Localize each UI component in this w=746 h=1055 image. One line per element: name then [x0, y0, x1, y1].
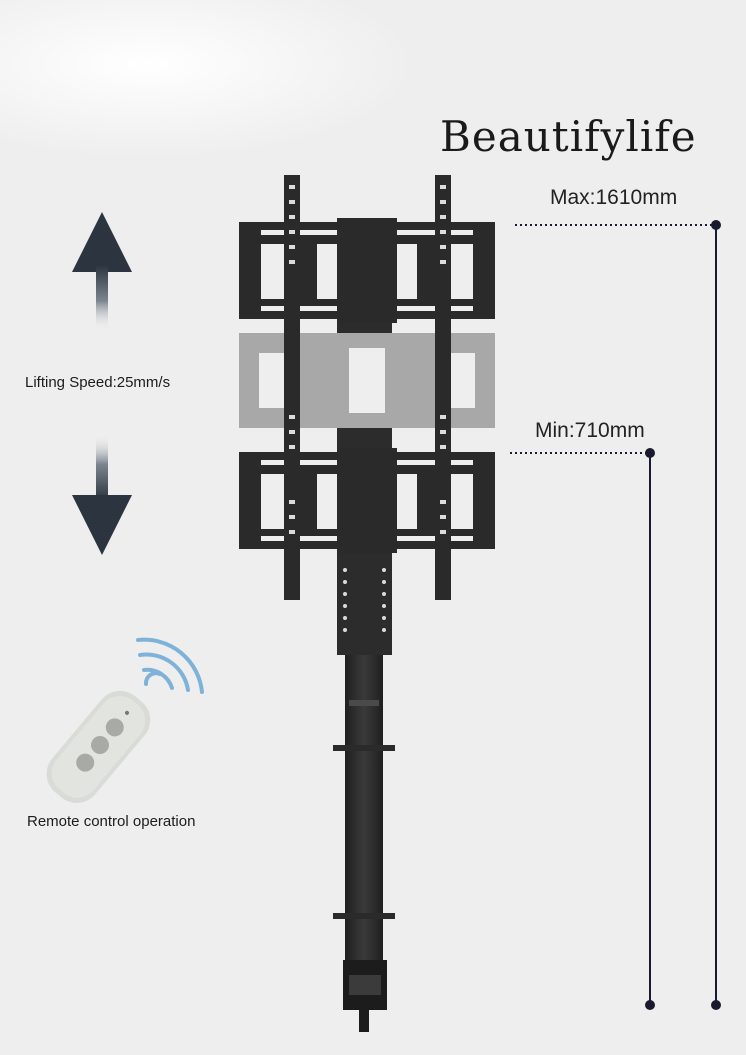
min-height-indicator: [510, 448, 655, 1010]
brand-name: Beautifylife: [440, 112, 697, 161]
lifting-speed-label: Lifting Speed:25mm/s: [25, 374, 171, 391]
background-glow: [0, 0, 420, 160]
max-height-label: Max:1610mm: [550, 186, 678, 209]
lift-column: [333, 650, 395, 1032]
bracket-max-position: [239, 218, 495, 323]
remote-control-icon: [46, 690, 151, 803]
max-height-indicator: [515, 220, 721, 1010]
signal-waves-icon: [136, 637, 204, 694]
remote-control-label: Remote control operation: [27, 813, 196, 830]
min-height-label: Min:710mm: [535, 419, 645, 442]
arrow-up-icon: [72, 212, 132, 330]
bracket-mid-position: [239, 333, 495, 428]
bracket-min-position: [239, 448, 495, 553]
arrow-down-icon: [72, 435, 132, 555]
